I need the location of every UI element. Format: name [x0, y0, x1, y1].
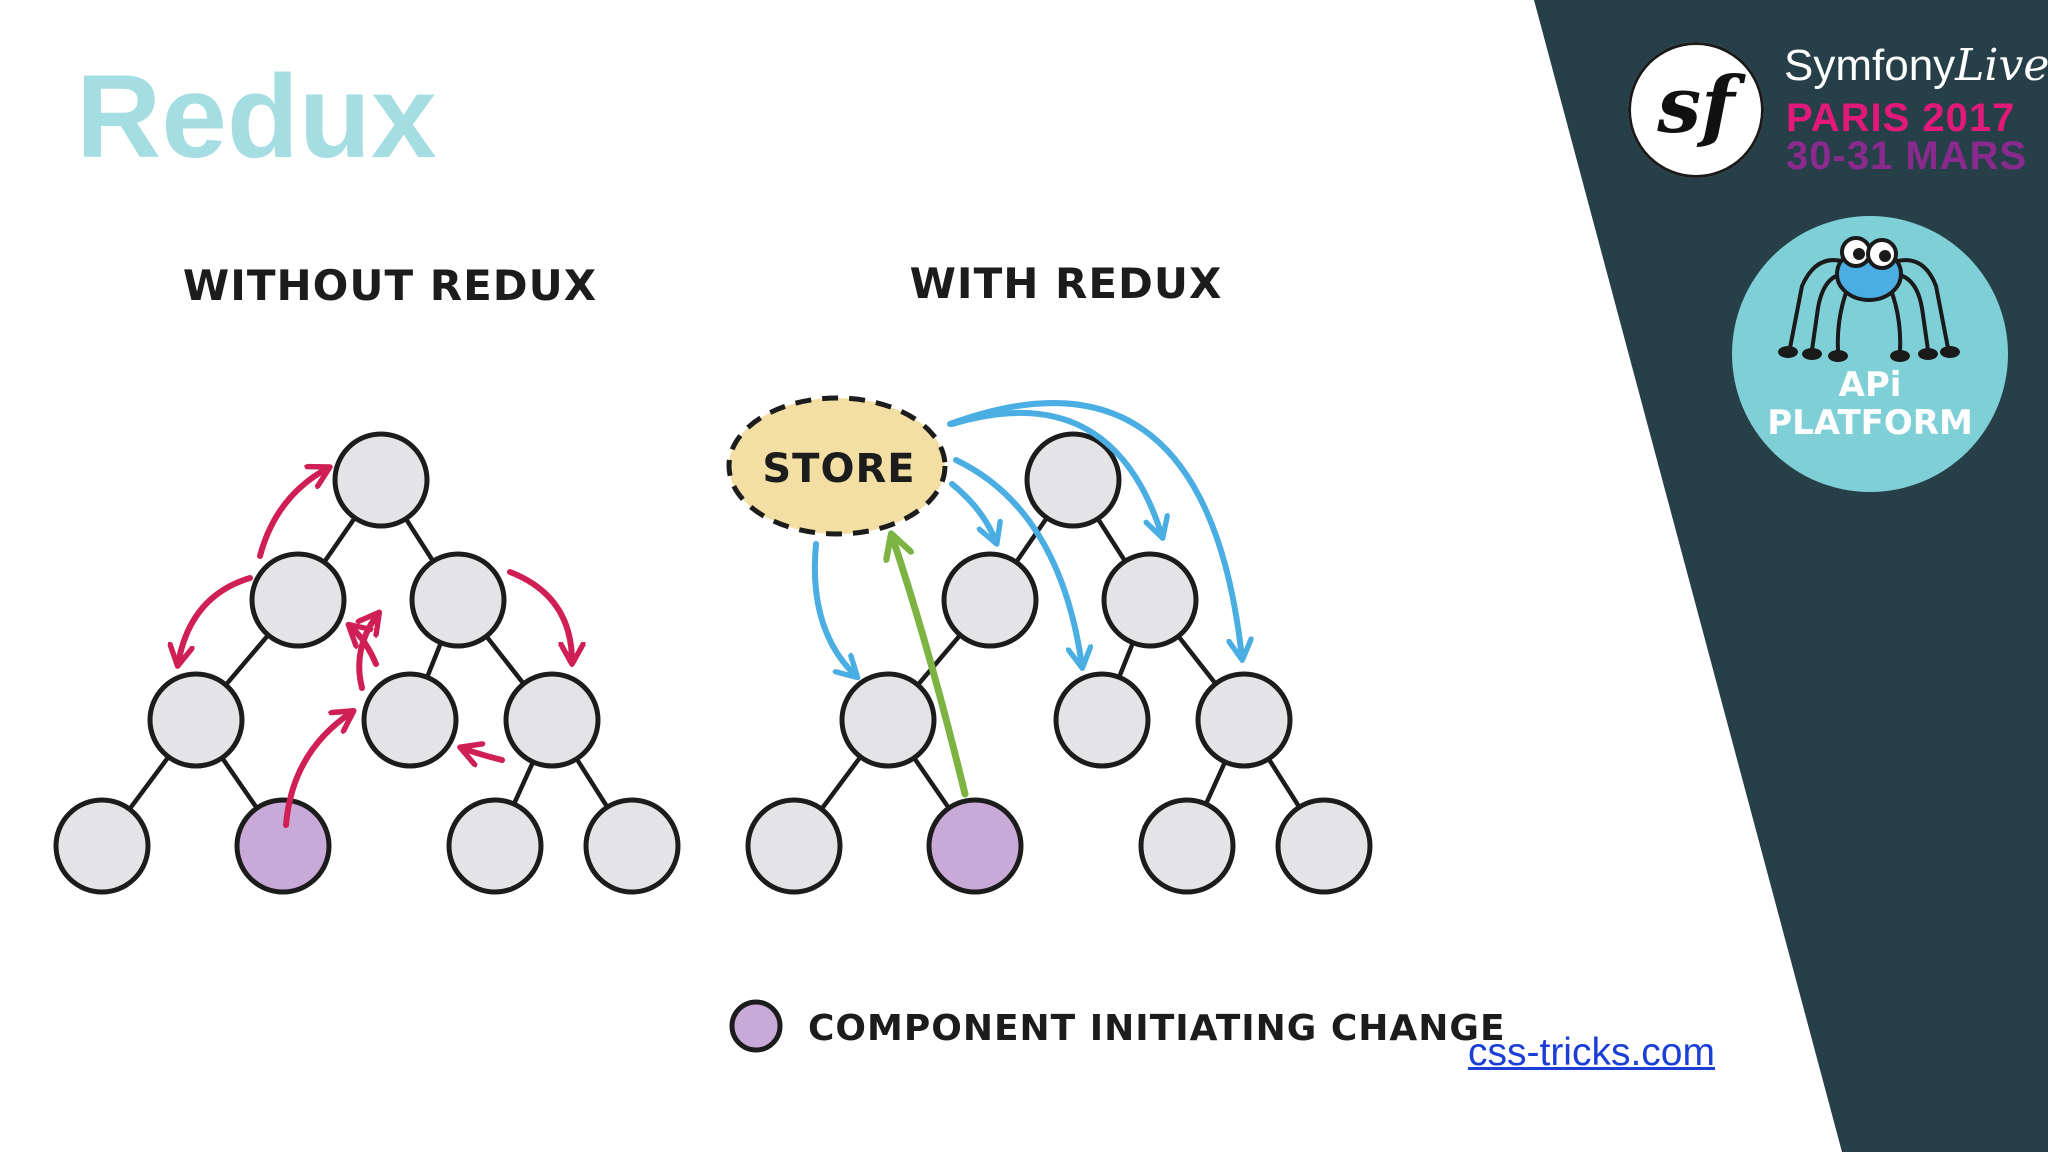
- right-tree-component-node: [941, 551, 1039, 649]
- right-tree-component-node: [1138, 797, 1236, 895]
- left-tree-component-node: [446, 797, 544, 895]
- symfony-logo: sf: [1628, 42, 1764, 178]
- right-tree-initiator-node: [926, 797, 1024, 895]
- event-dates: 30-31 MARS: [1786, 134, 2028, 178]
- symfony-logo-letters: sf: [1657, 60, 1735, 151]
- left-diagram-title: WITHOUT REDUX: [183, 261, 597, 310]
- right-diagram-title: WITH REDUX: [910, 259, 1223, 308]
- left-arrow-left-down: [178, 575, 253, 664]
- left-arrow-right-to-middle: [462, 748, 505, 760]
- event-name-main: Symfony: [1784, 41, 1956, 90]
- left-tree-component-node: [249, 551, 347, 649]
- store-arrow-to-right-child: [947, 400, 1242, 658]
- store-arrow-to-level1-right: [949, 409, 1162, 536]
- left-arrow-to-root: [257, 468, 328, 559]
- store-shape: [726, 395, 948, 537]
- right-tree-component-node: [1053, 671, 1151, 769]
- right-tree-component-node: [1275, 797, 1373, 895]
- left-arrow-middle-up-right: [359, 614, 378, 691]
- right-tree-component-node: [839, 671, 937, 769]
- right-tree-component-node: [1195, 671, 1293, 769]
- legend-label: COMPONENT INITIATING CHANGE: [808, 1008, 1506, 1049]
- legend-initiator-swatch: [729, 999, 783, 1053]
- left-tree-component-node: [583, 797, 681, 895]
- left-arrow-initiator-to-sibling: [283, 712, 352, 828]
- left-tree-initiator-node: [234, 797, 332, 895]
- left-tree-component-node: [409, 551, 507, 649]
- left-tree-component-node: [361, 671, 459, 769]
- left-tree-component-node: [53, 797, 151, 895]
- page-title: Redux: [76, 51, 437, 183]
- store-arrow-to-level1-left: [949, 481, 996, 542]
- api-badge-line1: APi: [1838, 365, 1902, 405]
- left-tree-component-node: [503, 671, 601, 769]
- store-arrow-to-left-child: [811, 541, 856, 676]
- spider-mascot-icon: [1778, 236, 1960, 362]
- store-label: STORE: [762, 446, 915, 492]
- initiator-arrow-to-store: [892, 536, 969, 798]
- event-name: SymfonyLive: [1784, 40, 2048, 91]
- store-arrow-to-middle-child: [953, 457, 1082, 666]
- left-tree-component-node: [332, 431, 430, 529]
- right-tree-component-node: [1024, 431, 1122, 529]
- right-tree-component-node: [745, 797, 843, 895]
- left-arrow-right-down: [507, 569, 572, 662]
- right-tree-component-node: [1101, 551, 1199, 649]
- source-link[interactable]: css-tricks.com: [1468, 1031, 1715, 1074]
- left-arrow-middle-up-left: [350, 626, 379, 667]
- api-badge-line2: PLATFORM: [1767, 403, 1973, 443]
- api-platform-badge: APi PLATFORM: [1732, 216, 2008, 492]
- event-name-script: Live: [1955, 40, 2048, 91]
- left-tree-component-node: [147, 671, 245, 769]
- event-city-year: PARIS 2017: [1786, 96, 2016, 140]
